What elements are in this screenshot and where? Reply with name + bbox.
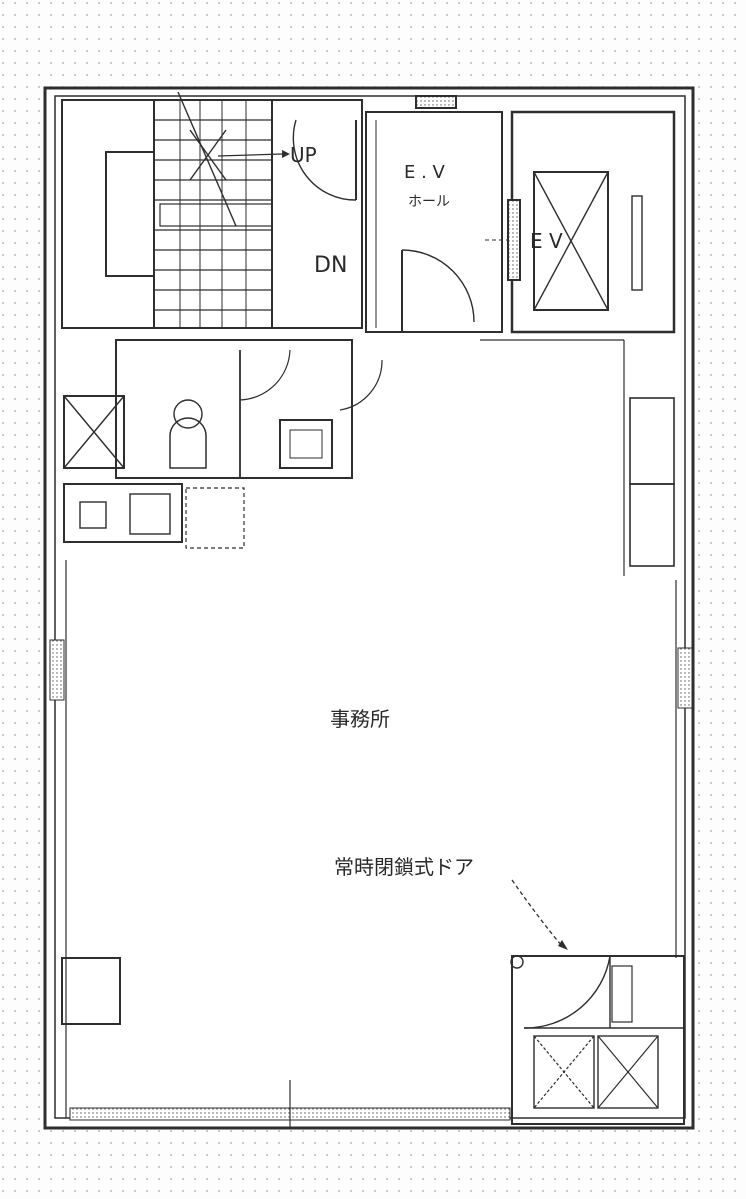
elevator-shaft — [507, 110, 676, 334]
east-window — [677, 647, 693, 709]
ev-hall-title: E . V — [404, 162, 446, 183]
door-note-leader — [511, 879, 563, 947]
restroom-block — [63, 339, 383, 479]
column — [61, 957, 121, 1025]
entrance-block — [510, 955, 685, 1125]
staircase — [61, 91, 363, 329]
elevator-label: E V — [530, 229, 563, 253]
stair-down-label: DN — [314, 253, 347, 278]
office-label: 事務所 — [330, 707, 390, 731]
right-cabinets — [623, 340, 675, 576]
kitchenette — [63, 483, 245, 549]
outer-wall — [43, 86, 695, 1130]
west-window — [49, 639, 65, 701]
ev-hall-subtitle: ホール — [408, 194, 450, 210]
door-note-label: 常時閉鎖式ドア — [334, 855, 474, 879]
stair-door-swing — [292, 119, 357, 201]
ev-hall — [365, 95, 520, 333]
stair-up-label: UP — [290, 143, 317, 167]
